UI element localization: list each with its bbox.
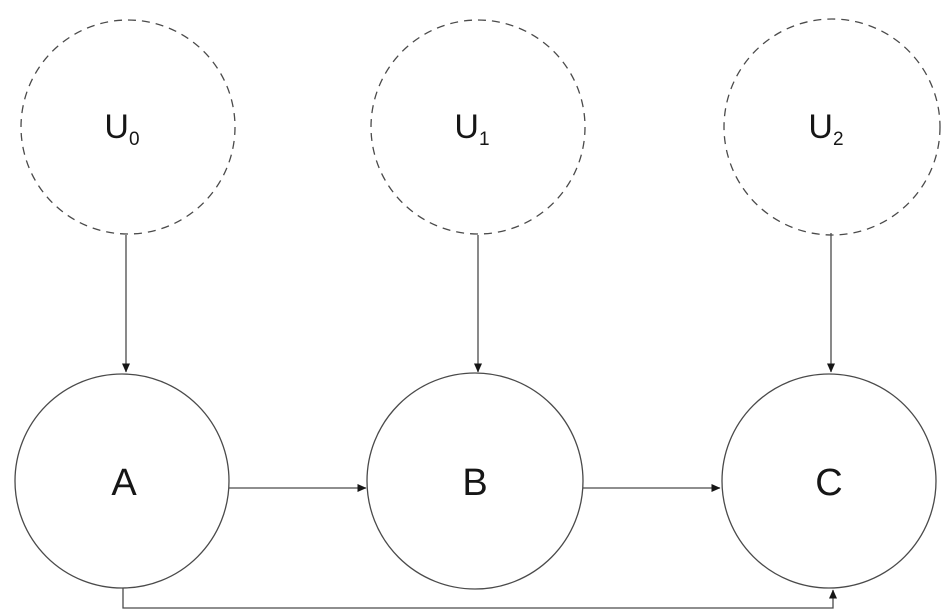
node-u2-label: U2 [808,108,843,150]
edge-a-to-c [122,588,837,609]
node-u1-label: U1 [454,108,489,150]
node-c-circle [721,373,937,589]
u2-label-base: U [808,108,833,146]
node-b-circle [366,372,584,590]
u0-label-base: U [104,108,129,146]
node-u1-circle [370,19,586,235]
node-a-circle [14,373,230,589]
u2-label-sub: 2 [833,129,844,150]
u0-label-sub: 0 [129,129,140,150]
node-u2-circle [723,18,941,236]
u1-label-base: U [454,108,479,146]
node-a-label: A [111,462,137,504]
node-u0-label: U0 [104,108,139,150]
node-b-label: B [462,462,487,504]
node-u0-circle [20,19,236,235]
u1-label-sub: 1 [479,129,490,150]
node-c-label: C [815,462,842,504]
